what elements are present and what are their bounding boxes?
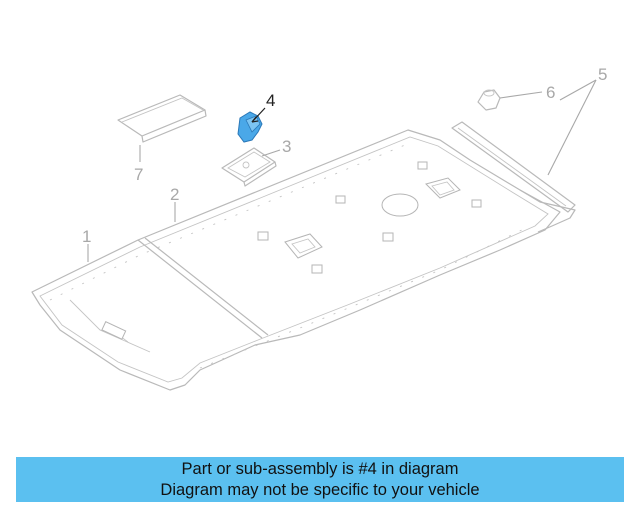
callout-2: 2 (170, 185, 179, 204)
callout-1: 1 (82, 227, 91, 246)
callout-3: 3 (282, 137, 291, 156)
part-4-bracket (237, 111, 263, 143)
callout-6: 6 (546, 83, 555, 102)
info-banner: Part or sub-assembly is #4 in diagram Di… (16, 457, 624, 502)
part-5-rail (451, 121, 576, 213)
banner-line-2: Diagram may not be specific to your vehi… (160, 481, 480, 499)
part-3-bezel (221, 147, 277, 187)
headliner-panel (31, 129, 576, 391)
part-7-pad (117, 94, 207, 143)
leaders (87, 79, 597, 262)
callout-5: 5 (598, 65, 607, 84)
callout-4: 4 (266, 91, 275, 110)
part-6-clip (477, 89, 501, 111)
parts-diagram: 1 2 3 4 5 6 7 (31, 65, 607, 391)
callout-7: 7 (134, 165, 143, 184)
banner-line-1: Part or sub-assembly is #4 in diagram (181, 460, 459, 478)
